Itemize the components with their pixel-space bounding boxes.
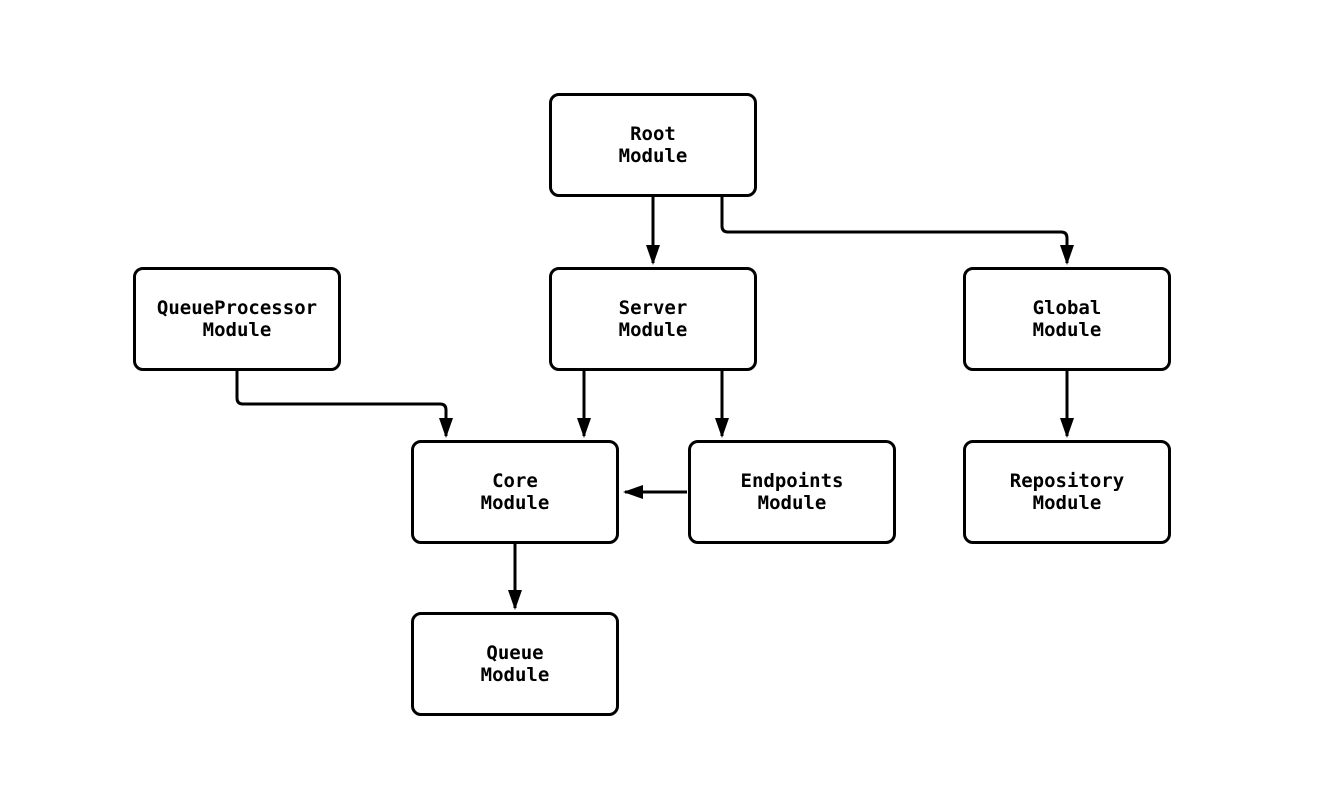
node-label: Core [492, 470, 538, 492]
node-server-module: Server Module [549, 267, 757, 371]
node-label: Module [202, 319, 272, 341]
node-label: Server [618, 297, 688, 319]
node-label: Module [480, 492, 550, 514]
node-label: Module [1032, 492, 1102, 514]
node-label: Root [630, 123, 676, 145]
edge-root-to-global-arrow [720, 197, 1074, 265]
node-label: Repository [1009, 470, 1125, 492]
node-endpoints-module: Endpoints Module [688, 440, 896, 544]
node-label: Queue [486, 642, 544, 664]
edge-queueprocessor-to-core-arrow [235, 371, 453, 438]
node-label: Module [618, 145, 688, 167]
node-core-module: Core Module [411, 440, 619, 544]
node-label: Module [480, 664, 550, 686]
node-queueprocessor-module: QueueProcessor Module [133, 267, 341, 371]
node-label: Module [757, 492, 827, 514]
node-label: Endpoints [740, 470, 844, 492]
node-label: Module [618, 319, 688, 341]
node-label: Global [1032, 297, 1102, 319]
node-label: Module [1032, 319, 1102, 341]
node-repository-module: Repository Module [963, 440, 1171, 544]
node-label: QueueProcessor [156, 297, 318, 319]
node-global-module: Global Module [963, 267, 1171, 371]
node-queue-module: Queue Module [411, 612, 619, 716]
node-root-module: Root Module [549, 93, 757, 197]
